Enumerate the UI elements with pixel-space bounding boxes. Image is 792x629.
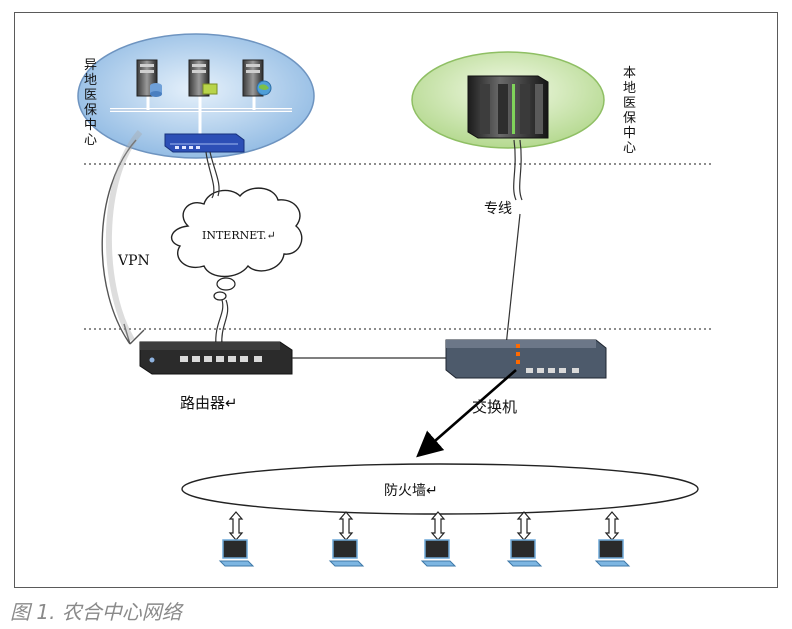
figure-caption: 图 1. 农合中心网络 (10, 600, 182, 624)
double-arrow-icon (430, 511, 446, 541)
remote-center-group (77, 33, 315, 159)
keyboard-icon (328, 560, 365, 567)
monitor-icon (222, 539, 248, 559)
monitor-icon (332, 539, 358, 559)
client-pc-3 (420, 511, 457, 567)
server-certificate-icon (188, 59, 218, 97)
client-pc-1 (218, 511, 255, 567)
local-center-label: 本地医保中心 (623, 66, 637, 156)
dedicated-line-label: 专线 (484, 201, 512, 217)
monitor-icon (598, 539, 624, 559)
keyboard-icon (218, 560, 255, 567)
server-database-icon (136, 59, 162, 97)
double-arrow-icon (228, 511, 244, 541)
local-center-group (411, 51, 605, 149)
router-label: 路由器↵ (180, 394, 238, 412)
remote-switch-device (164, 133, 245, 153)
vpn-label: VPN (118, 253, 150, 269)
internet-cloud (170, 187, 303, 301)
monitor-icon (424, 539, 450, 559)
keyboard-icon (506, 560, 543, 567)
monitor-icon (510, 539, 536, 559)
server-globe-icon (242, 59, 272, 97)
switch-to-firewall-arrow (416, 369, 517, 458)
client-pc-2 (328, 511, 365, 567)
router-device (139, 341, 293, 375)
client-computers (218, 511, 631, 567)
double-arrow-icon (338, 511, 354, 541)
internet-label: INTERNET.↵ (202, 229, 276, 242)
client-pc-4 (506, 511, 543, 567)
remote-center-label: 异地医保中心 (84, 58, 98, 148)
client-pc-5 (594, 511, 631, 567)
switch-label: 交换机 (472, 398, 518, 416)
local-server-rack (467, 75, 549, 139)
switch-device (445, 339, 607, 379)
firewall-label: 防火墙↵ (384, 483, 438, 499)
vpn-arrow (101, 139, 145, 345)
keyboard-icon (594, 560, 631, 567)
firewall-ellipse (181, 463, 699, 515)
keyboard-icon (420, 560, 457, 567)
double-arrow-icon (516, 511, 532, 541)
double-arrow-icon (604, 511, 620, 541)
